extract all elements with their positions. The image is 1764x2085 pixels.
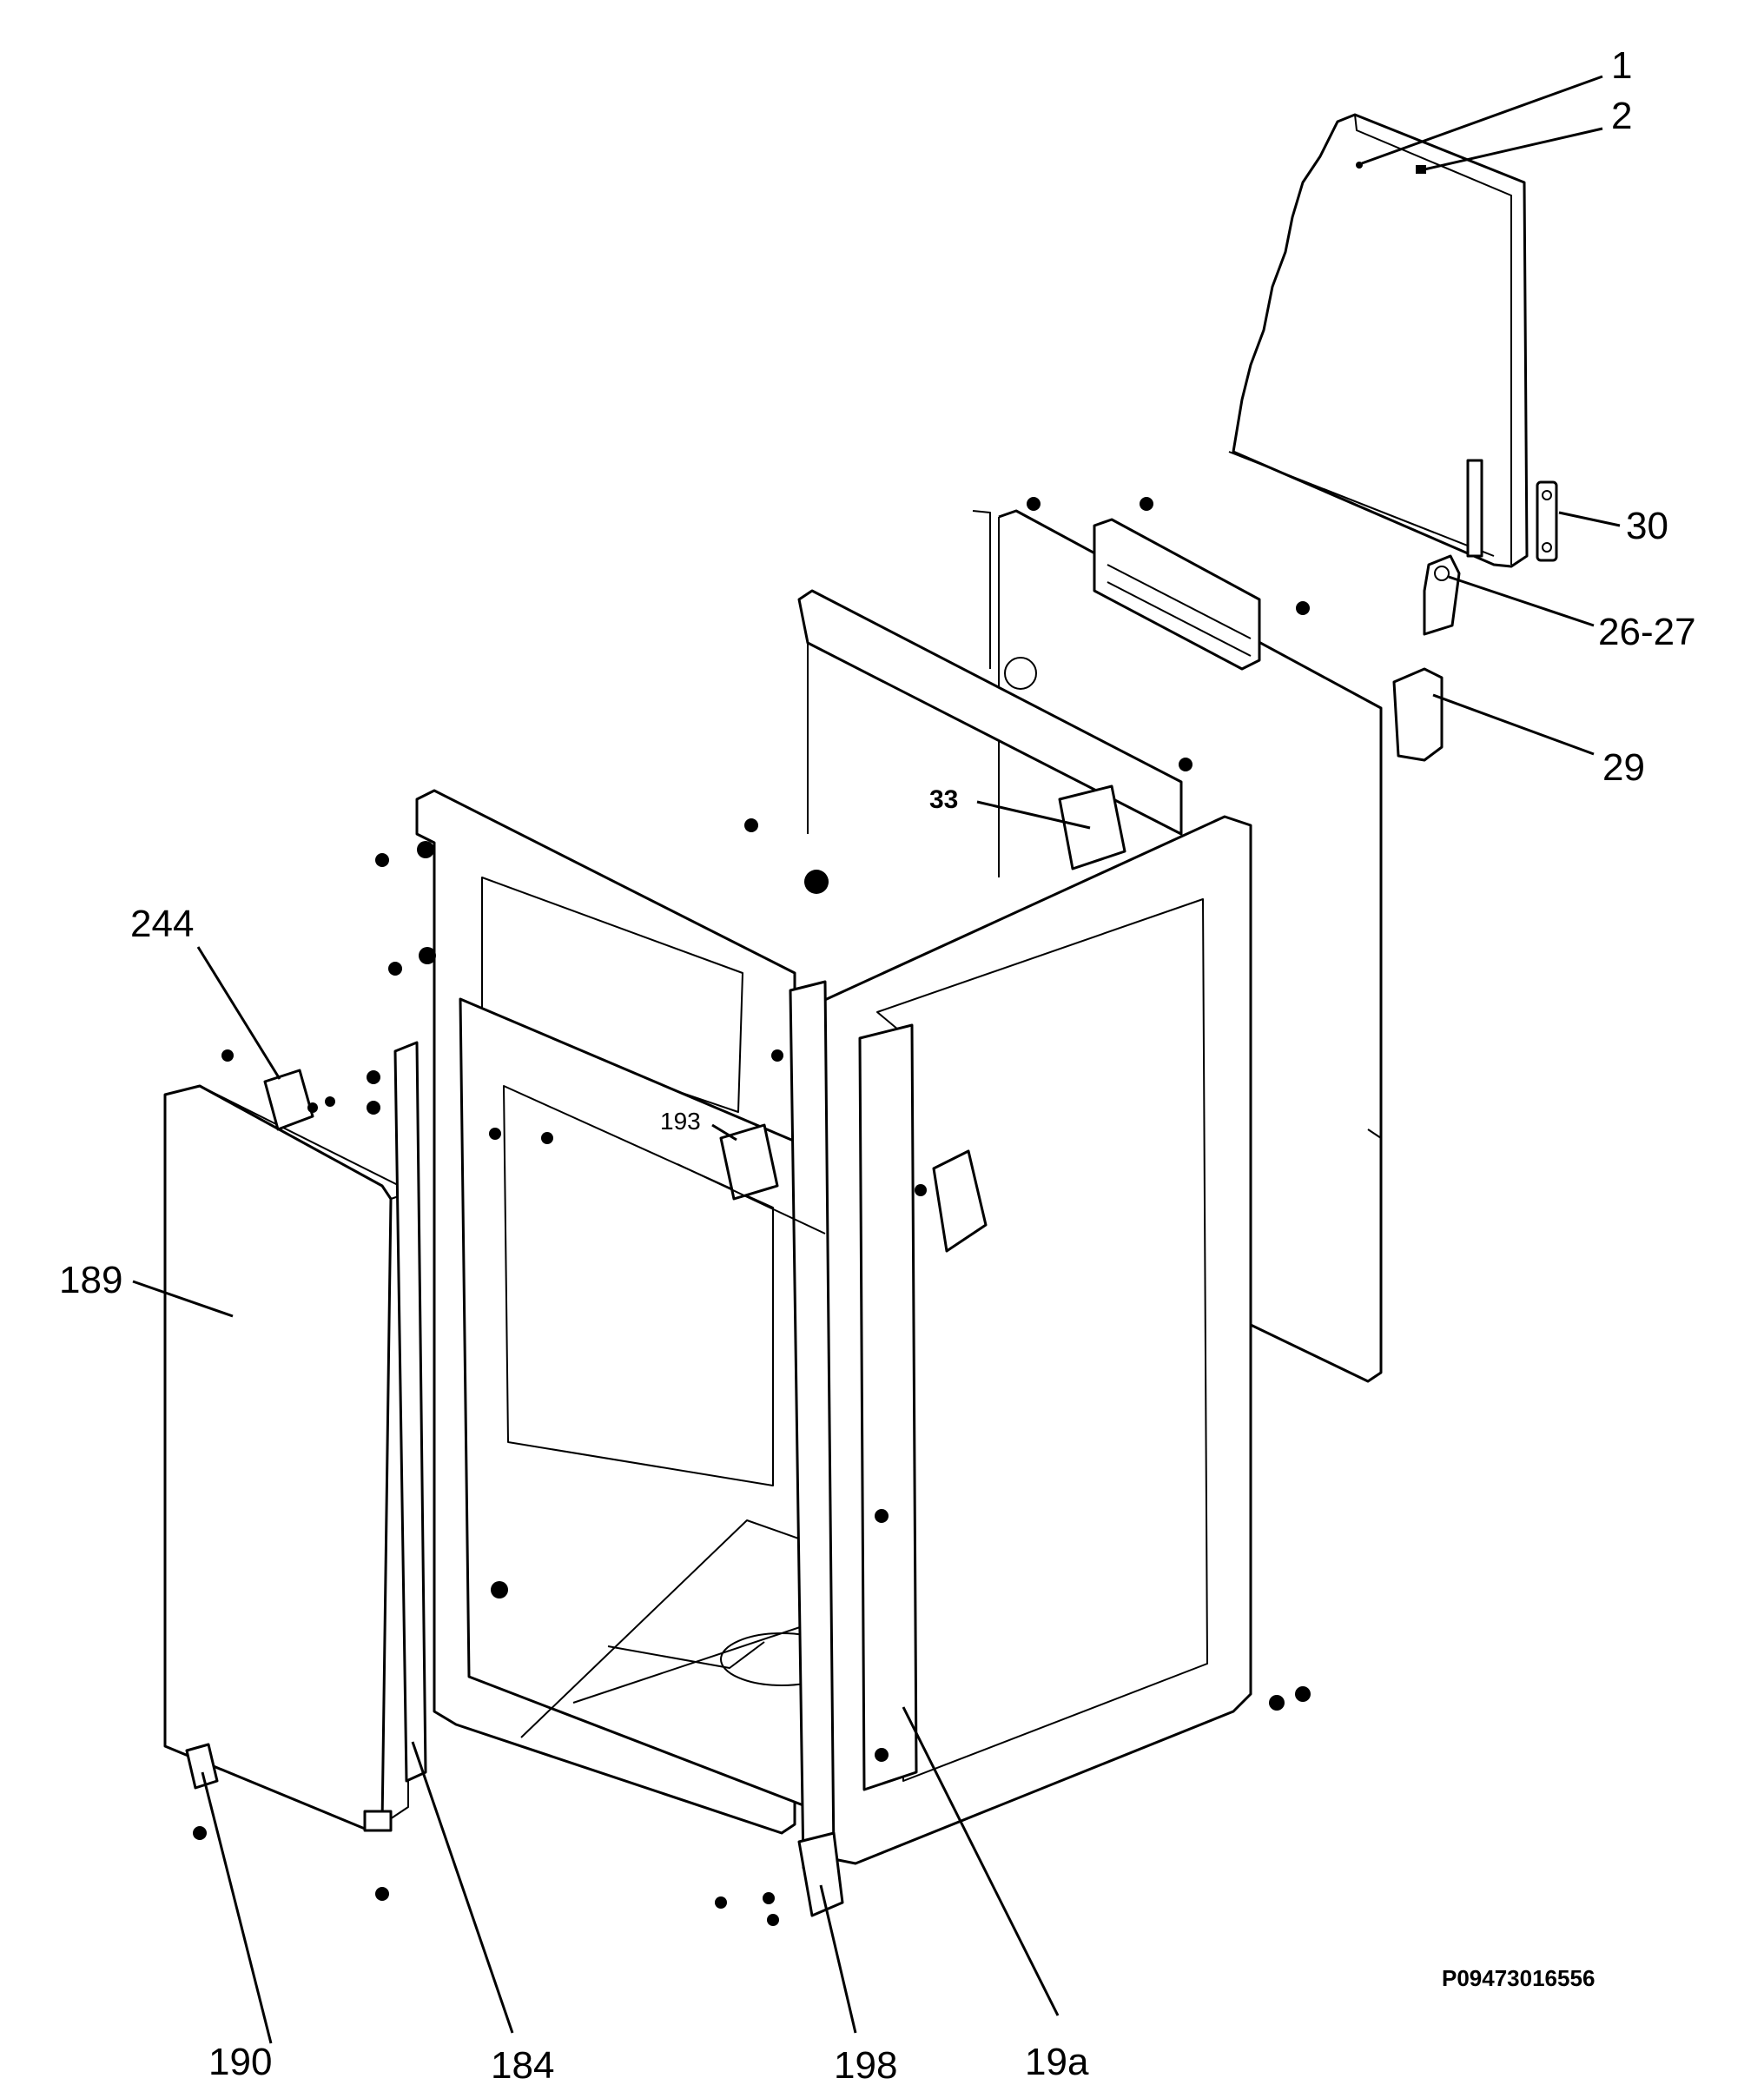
leader-lines <box>132 75 1621 2044</box>
back-panel-bracket <box>1093 518 1261 671</box>
hinge-plate-30 <box>1536 480 1558 562</box>
diagram-reference-code: P09473016556 <box>1442 1965 1595 1991</box>
part-1-point <box>1356 162 1363 169</box>
door-panel <box>163 1084 393 1830</box>
front-trim-strip <box>858 1023 918 1791</box>
back-panel-grommet <box>1004 657 1037 690</box>
door-hinge-190 <box>185 1743 219 1790</box>
left-side-window <box>481 877 743 1113</box>
callout-26-27: 26-27 <box>1598 611 1696 653</box>
callout-2: 2 <box>1611 95 1632 137</box>
callout-184: 184 <box>491 2044 554 2085</box>
screws <box>221 497 1310 1926</box>
part-2-label-plate <box>1416 165 1426 174</box>
callout-198: 198 <box>834 2044 897 2085</box>
door-hinge-244 <box>263 1069 314 1131</box>
bracket-29 <box>1392 667 1444 762</box>
callout-30: 30 <box>1626 505 1668 547</box>
door-trim-184 <box>393 1041 427 1783</box>
hinge-198 <box>797 1831 844 1917</box>
callout-193: 193 <box>660 1108 701 1135</box>
callout-244: 244 <box>130 903 194 945</box>
bracket-193 <box>719 1123 779 1201</box>
hinge-block-26-27 <box>1423 554 1461 636</box>
callout-19a: 19a <box>1025 2041 1089 2083</box>
door-189 <box>163 1041 427 1901</box>
callout-190: 190 <box>208 2041 272 2083</box>
callout-29: 29 <box>1602 746 1645 789</box>
door-latch-assembly <box>932 1149 988 1253</box>
callout-189: 189 <box>59 1259 122 1301</box>
cabinet-body <box>415 589 1311 1917</box>
callout-labels: 1 2 30 26-27 29 33 244 193 189 190 184 1… <box>59 44 1696 2085</box>
hinge-part-30 <box>1466 459 1483 558</box>
callout-33: 33 <box>929 785 958 814</box>
callout-1: 1 <box>1611 44 1632 87</box>
door-bottom-clip <box>363 1810 393 1832</box>
top-panel <box>1228 113 1558 762</box>
bracket-33 <box>1058 784 1126 870</box>
